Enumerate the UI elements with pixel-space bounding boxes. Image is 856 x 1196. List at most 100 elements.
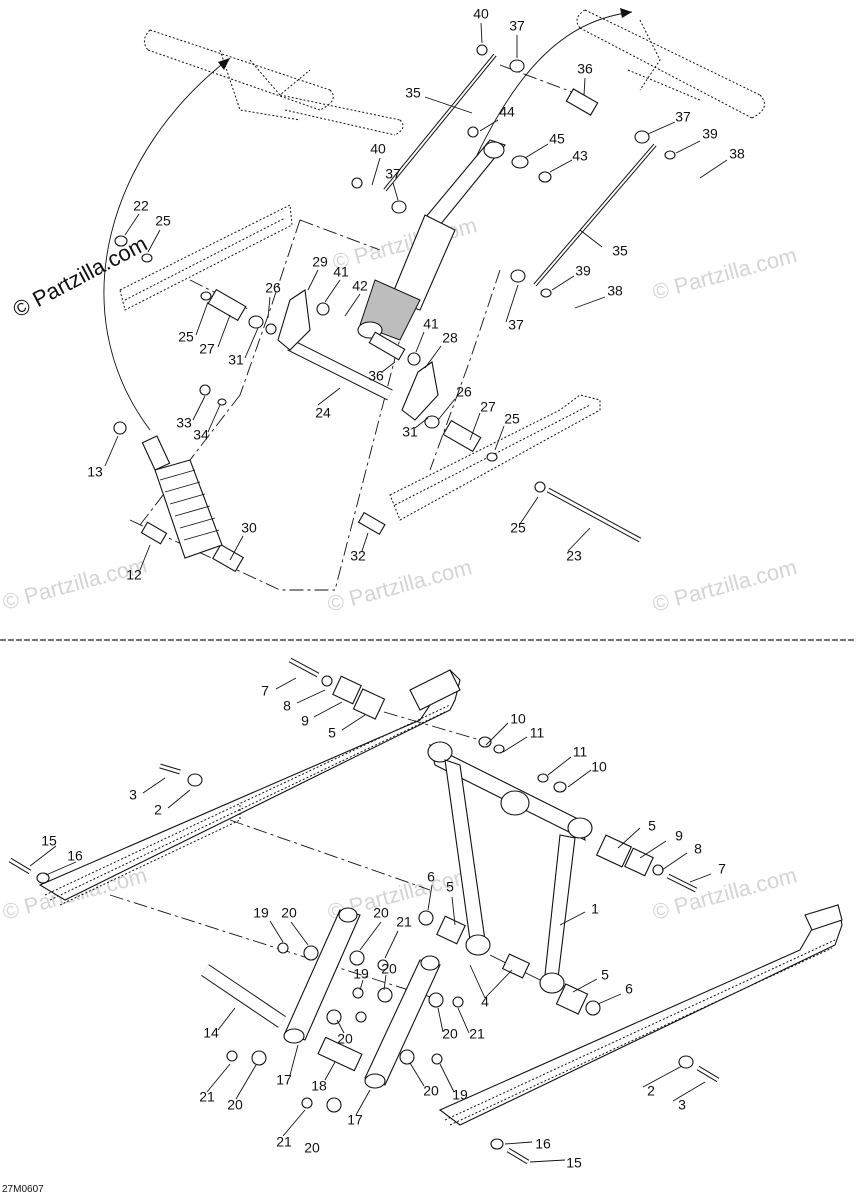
- callout-36: 36: [368, 368, 384, 384]
- callout-17: 17: [276, 1072, 292, 1088]
- callout-29: 29: [312, 254, 328, 270]
- callout-24: 24: [315, 405, 331, 421]
- callout-8: 8: [694, 841, 702, 857]
- callout-39: 39: [575, 263, 591, 279]
- callout-26: 26: [265, 280, 281, 296]
- callout-23: 23: [566, 548, 582, 564]
- bolts-lower: [8, 657, 720, 1165]
- callout-33: 33: [176, 415, 192, 431]
- callout-36: 36: [577, 61, 593, 77]
- callout-37: 37: [675, 109, 691, 125]
- watermark-text: © Partzilla.com: [650, 242, 800, 305]
- callout-4: 4: [481, 994, 489, 1010]
- phantom-line: [429, 64, 581, 471]
- callout-21: 21: [396, 914, 412, 930]
- callout-25: 25: [504, 411, 520, 427]
- reference-arrowhead: [218, 58, 230, 70]
- bolt-23-inner: [547, 488, 641, 542]
- callout-34: 34: [193, 427, 209, 443]
- callout-20: 20: [442, 1026, 458, 1042]
- axle-24-inner: [287, 340, 393, 400]
- callout-6: 6: [625, 981, 633, 997]
- callout-21: 21: [469, 1026, 485, 1042]
- callout-35: 35: [405, 85, 421, 101]
- reference-crossbar-right: [576, 9, 765, 119]
- watermark-text: © Partzilla.com: [650, 554, 800, 617]
- hardware-lower: [36, 675, 694, 1150]
- upper-shock-absorber: [357, 139, 506, 341]
- callout-21: 21: [199, 1089, 215, 1105]
- watermark-text: © Partzilla.com: [325, 554, 475, 617]
- drawing-code: 27M0607: [2, 1184, 44, 1195]
- callout-19: 19: [353, 966, 369, 982]
- callout-9: 9: [301, 713, 309, 729]
- front-arm-assembly: [427, 741, 593, 994]
- callout-20: 20: [227, 1097, 243, 1113]
- callout-37: 37: [509, 18, 525, 34]
- callout-25: 25: [178, 329, 194, 345]
- callout-20: 20: [337, 1031, 353, 1047]
- callout-19: 19: [452, 1087, 468, 1103]
- callout-3: 3: [129, 787, 137, 803]
- callout-9: 9: [675, 828, 683, 844]
- callout-25: 25: [155, 213, 171, 229]
- callout-27: 27: [199, 341, 215, 357]
- reference-crossbar-left: [144, 29, 404, 136]
- callout-30: 30: [241, 520, 257, 536]
- rod-35-upper-inner: [384, 54, 496, 191]
- reference-arrowhead-top: [620, 8, 632, 18]
- callout-20: 20: [281, 905, 297, 921]
- callout-7: 7: [718, 861, 726, 877]
- callout-27: 27: [480, 399, 496, 415]
- callout-2: 2: [647, 1083, 655, 1099]
- watermark-text: © Partzilla.com: [0, 552, 149, 615]
- callout-37: 37: [385, 166, 401, 182]
- shaft-14-inner: [201, 965, 286, 1027]
- callout-32: 32: [350, 548, 366, 564]
- callout-11: 11: [573, 744, 588, 760]
- link-plate-17-right: [364, 959, 441, 1086]
- callout-16: 16: [535, 1136, 551, 1152]
- callout-25: 25: [510, 520, 526, 536]
- callout-2: 2: [154, 802, 162, 818]
- coil-shock: [141, 435, 223, 559]
- callout-5: 5: [648, 818, 656, 834]
- callout-41: 41: [333, 264, 349, 280]
- callout-35: 35: [612, 243, 628, 259]
- rod-35-lower-inner: [534, 144, 656, 286]
- reference-arrow: [103, 57, 231, 431]
- callout-10: 10: [591, 759, 607, 775]
- callout-19: 19: [253, 905, 269, 921]
- callout-45: 45: [549, 131, 565, 147]
- arm-29: [277, 289, 311, 351]
- phantom-line: [109, 704, 481, 1001]
- callout-41: 41: [423, 316, 439, 332]
- callout-16: 16: [67, 848, 83, 864]
- upper-assembly: [103, 8, 765, 591]
- link-plate-17-right-eye: [420, 955, 440, 971]
- callout-42: 42: [352, 278, 368, 294]
- callout-38: 38: [607, 283, 623, 299]
- callout-43: 43: [572, 148, 588, 164]
- rail-left: [38, 669, 461, 906]
- rail-right: [438, 904, 843, 1126]
- callout-5: 5: [328, 725, 336, 741]
- callout-31: 31: [402, 424, 418, 440]
- link-plate-17-left-foot: [283, 1028, 305, 1044]
- callout-10: 10: [510, 711, 526, 727]
- callout-40: 40: [370, 141, 386, 157]
- callout-5: 5: [601, 967, 609, 983]
- leader-lines: [29, 22, 728, 1163]
- callout-14: 14: [203, 1025, 219, 1041]
- callout-15: 15: [566, 1155, 582, 1171]
- callout-21: 21: [276, 1134, 292, 1150]
- callout-31: 31: [228, 352, 244, 368]
- callout-17: 17: [347, 1112, 363, 1128]
- callout-3: 3: [678, 1097, 686, 1113]
- callout-7: 7: [261, 683, 269, 699]
- arm-28: [401, 361, 439, 421]
- hardware-bushings: [113, 44, 676, 573]
- link-plate-17-right-foot: [364, 1073, 386, 1089]
- callout-40: 40: [473, 6, 489, 22]
